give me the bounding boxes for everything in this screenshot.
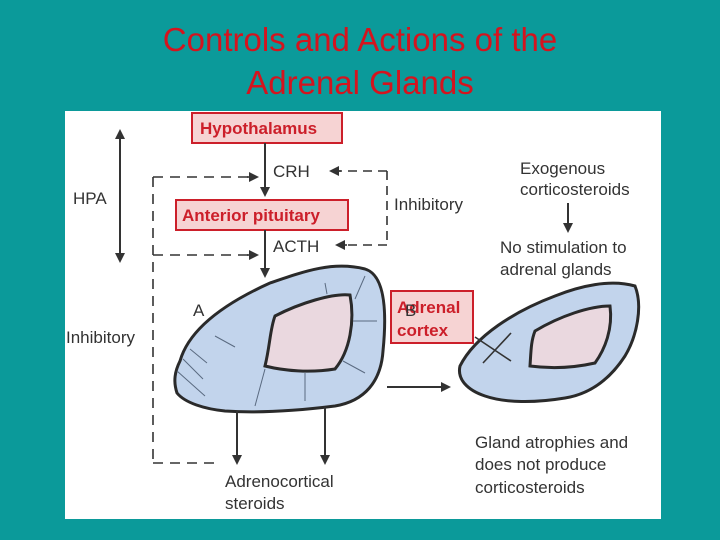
- adrenal-control-diagram: HPA Hypothalamus CRH Anterior pituitary …: [66, 112, 641, 513]
- acth-label: ACTH: [273, 237, 319, 256]
- slide-title: Controls and Actions of the Adrenal Glan…: [0, 18, 720, 104]
- left-inhibitory-feedback: [152, 176, 250, 464]
- hpa-label: HPA: [73, 189, 107, 208]
- hypothalamus-box: [191, 112, 343, 144]
- adrenal-gland-a: [173, 264, 387, 414]
- no-stimulation-label-line1: No stimulation to: [500, 238, 627, 257]
- adrenal-cortex-box: [390, 290, 474, 344]
- atrophy-label-line3: corticosteroids: [475, 478, 585, 497]
- adrenocortical-label-line1: Adrenocortical: [225, 472, 334, 491]
- slide-title-line-2: Adrenal Glands: [246, 64, 474, 101]
- inhibitory-loop-label: Inhibitory: [394, 195, 463, 214]
- label-b: B: [405, 301, 416, 320]
- label-a: A: [193, 301, 205, 320]
- no-stimulation-label-line2: adrenal glands: [500, 260, 612, 279]
- diagram-panel: HPA Hypothalamus CRH Anterior pituitary …: [65, 111, 661, 519]
- no-stimulation-x-line2: [482, 332, 512, 364]
- atrophy-label-line1: Gland atrophies and: [475, 433, 628, 452]
- adrenal-cortex-label-line2: cortex: [397, 321, 449, 340]
- slide-title-line-1: Controls and Actions of the: [162, 21, 558, 58]
- anterior-pituitary-box: [175, 199, 349, 231]
- anterior-pituitary-label: Anterior pituitary: [182, 206, 320, 225]
- adrenal-gland-b: [457, 281, 641, 403]
- exogenous-label-line2: corticosteroids: [520, 180, 630, 199]
- right-inhibitory-loop: [335, 170, 388, 246]
- adrenocortical-label-line2: steroids: [225, 494, 285, 513]
- crh-label: CRH: [273, 162, 310, 181]
- exogenous-label-line1: Exogenous: [520, 159, 605, 178]
- no-stimulation-x-line1: [474, 336, 512, 362]
- atrophy-label-line2: does not produce: [475, 455, 606, 474]
- inhibitory-side-label: Inhibitory: [66, 328, 135, 347]
- hypothalamus-label: Hypothalamus: [200, 119, 317, 138]
- adrenal-cortex-label-line1: Adrenal: [397, 298, 460, 317]
